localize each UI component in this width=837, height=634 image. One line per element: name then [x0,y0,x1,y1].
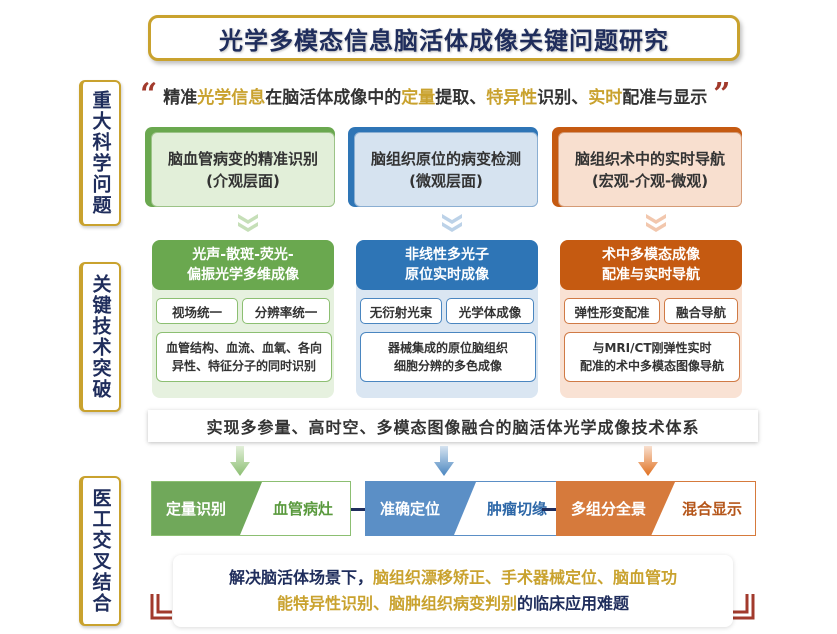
connector-line [351,508,365,511]
chevron-down-icon [238,214,258,232]
outcome-vascular: 定量识别 血管病灶 [151,481,351,536]
tech-tag: 光学体成像 [446,298,534,324]
tech-panel-navigation: 术中多模态成像 配准与实时导航 弹性形变配准 融合导航 与MRI/CT刚弹性实时… [560,240,742,398]
problem-card-navigation: 脑组织术中的实时导航 (宏观-介观-微观) [552,127,742,207]
tech-tag: 弹性形变配准 [564,298,660,324]
close-quote-icon: ” [713,77,731,112]
outcome-tumor: 准确定位 肿瘤切缘 [365,481,565,536]
arrow-down-icon [638,446,658,476]
tech-panel-multidim: 光声-散斑-荧光- 偏振光学多维成像 视场统一 分辨率统一 血管结构、血流、血氧… [152,240,334,398]
conclusion-line-2: 能特异性识别、脑肿组织病变判别的临床应用难题 [276,594,630,613]
tech-tag: 融合导航 [664,298,738,324]
tech-heading: 非线性多光子 原位实时成像 [356,240,538,290]
tech-heading: 术中多模态成像 配准与实时导航 [560,240,742,290]
arrow-down-icon [230,446,250,476]
problem-card-vascular: 脑血管病变的精准识别 (介观层面) [145,127,335,207]
tech-tag: 分辨率统一 [242,298,330,324]
tech-description: 器械集成的原位脑组织 细胞分辨的多色成像 [360,332,536,382]
science-question-quote: “ 精准光学信息在脑活体成像中的定量提取、特异性识别、实时配准与显示 ” [140,80,760,110]
arrow-down-icon [434,446,454,476]
chevron-down-icon [442,214,462,232]
tech-tag: 无衍射光束 [360,298,442,324]
tech-heading: 光声-散斑-荧光- 偏振光学多维成像 [152,240,334,290]
conclusion-box: 解决脑活体场景下，脑组织漂移矫正、手术器械定位、脑血管功 能特异性识别、脑肿组织… [173,555,733,627]
problem-card-tissue: 脑组织原位的病变检测 (微观层面) [348,127,538,207]
tech-panel-multiphoton: 非线性多光子 原位实时成像 无衍射光束 光学体成像 器械集成的原位脑组织 细胞分… [356,240,538,398]
side-label-science: 重大科学问题 [79,80,121,226]
conclusion-line-1: 解决脑活体场景下，脑组织漂移矫正、手术器械定位、脑血管功 [228,568,678,587]
tech-description: 与MRI/CT刚弹性实时 配准的术中多模态图像导航 [564,332,740,382]
open-quote-icon: “ [140,77,158,112]
side-label-medicine: 医工交叉结合 [79,476,121,626]
system-banner: 实现多参量、高时空、多模态图像融合的脑活体光学成像技术体系 [148,410,758,442]
tech-tag: 视场统一 [156,298,238,324]
quote-text: 精准光学信息在脑活体成像中的定量提取、特异性识别、实时配准与显示 [163,87,708,108]
page-title: 光学多模态信息脑活体成像关键问题研究 [219,26,669,55]
tech-description: 血管结构、血流、血氧、各向 异性、特征分子的同时识别 [156,332,332,382]
side-label-tech: 关键技术突破 [79,262,121,412]
bracket-left-icon [150,594,172,620]
outcome-panorama: 多组分全景 混合显示 [556,481,756,536]
bracket-right-icon [733,594,755,620]
title-banner: 光学多模态信息脑活体成像关键问题研究 [148,15,740,61]
connector-line [542,508,556,511]
chevron-down-icon [646,214,666,232]
